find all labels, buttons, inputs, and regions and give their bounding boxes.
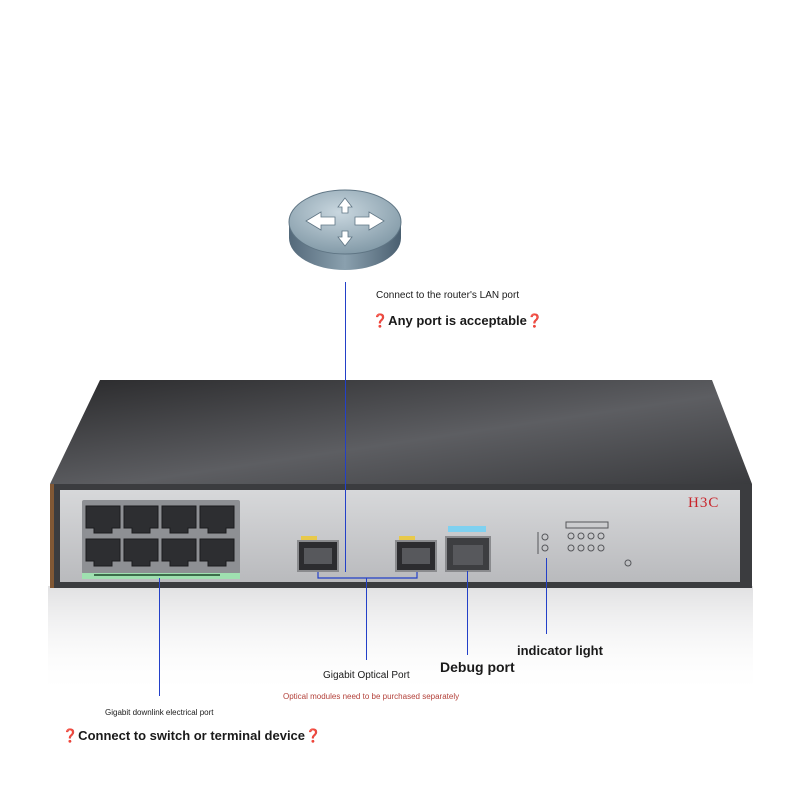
router-label-line1: Connect to the router's LAN port xyxy=(376,290,520,301)
rj45-port xyxy=(161,505,197,534)
router-icon xyxy=(288,189,402,270)
sfp-port-right xyxy=(395,536,437,572)
debug-port-label: Debug port xyxy=(440,659,515,675)
sfp-bracket xyxy=(317,572,418,579)
brand-logo: H3C xyxy=(688,495,719,511)
electrical-leader-line xyxy=(159,578,161,696)
optical-port-label: Gigabit Optical Port xyxy=(323,670,410,681)
indicator-led-panel xyxy=(537,521,632,567)
rj45-port-block xyxy=(82,500,240,579)
rj45-port xyxy=(199,505,235,534)
indicator-leader-line xyxy=(546,558,548,634)
rj45-port xyxy=(161,538,197,567)
switch-top-cover xyxy=(50,380,752,484)
rj45-port xyxy=(199,538,235,567)
router-leader-line xyxy=(345,282,347,572)
router-label-line2: ❓Any port is acceptable❓ xyxy=(372,313,544,328)
indicator-light-label: indicator light xyxy=(517,643,603,658)
rj45-port xyxy=(85,538,121,567)
rj45-port xyxy=(123,538,159,567)
debug-leader-line xyxy=(467,571,469,655)
frame-accent xyxy=(50,484,54,588)
sfp-port-left xyxy=(297,536,339,572)
optical-leader-line xyxy=(366,578,368,660)
rj45-port xyxy=(123,505,159,534)
floor-reflection xyxy=(48,586,753,696)
console-port xyxy=(445,526,491,572)
electrical-port-label: Gigabit downlink electrical port xyxy=(105,708,214,717)
optical-port-note: Optical modules need to be purchased sep… xyxy=(283,692,460,701)
electrical-port-note: ❓Connect to switch or terminal device❓ xyxy=(62,728,322,743)
rj45-port xyxy=(85,505,121,534)
